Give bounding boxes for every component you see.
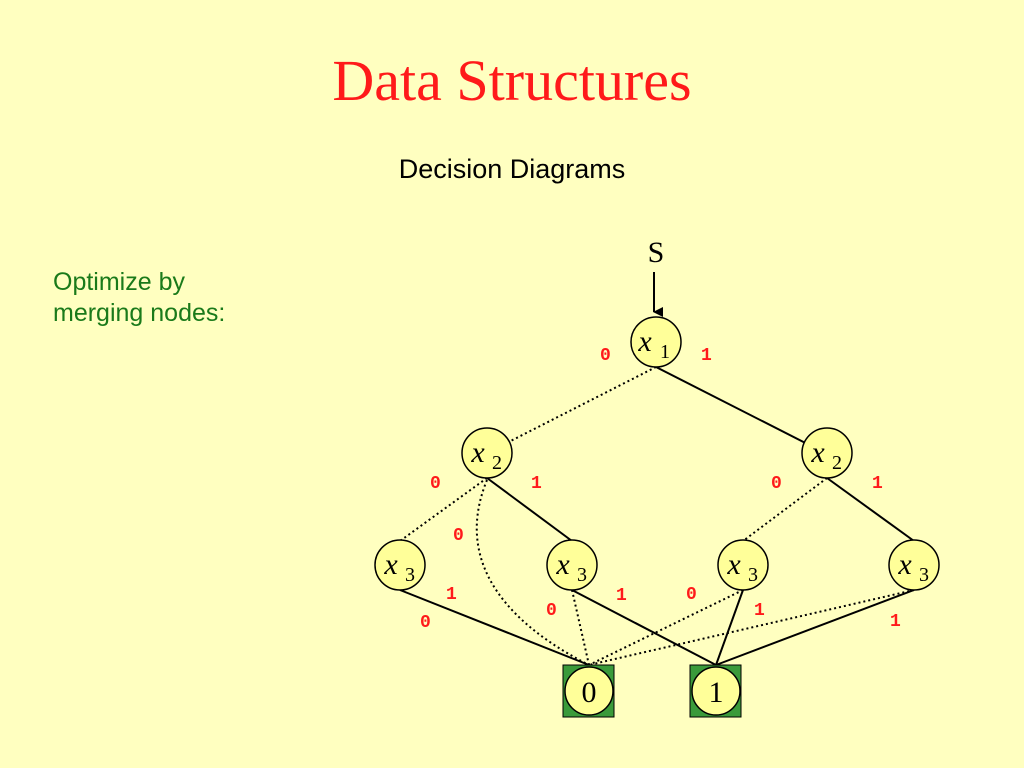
edge-label-x3a-t0: 0 bbox=[420, 613, 431, 633]
node-x2a: x 2 bbox=[461, 427, 513, 479]
node-x3b: x 3 bbox=[546, 539, 598, 591]
edge-label-x2b-x3d: 1 bbox=[872, 474, 883, 494]
terminal-1: 1 bbox=[689, 664, 742, 718]
edge-x3b-t0 bbox=[571, 589, 590, 666]
svg-text:x: x bbox=[897, 548, 912, 581]
terminal-0: 0 bbox=[562, 664, 615, 718]
svg-text:1: 1 bbox=[660, 341, 670, 363]
edge-x3b-t1 bbox=[571, 589, 717, 666]
svg-text:x: x bbox=[637, 325, 652, 358]
edge-label-x1-x2b: 1 bbox=[701, 346, 712, 366]
edge-label-x3c-t0: 0 bbox=[686, 585, 697, 605]
edge-x3d-t0 bbox=[588, 589, 915, 666]
edge-label-x3a-t1: 1 bbox=[446, 585, 457, 605]
edge-label-x2b-x3c: 0 bbox=[771, 474, 782, 494]
slide-subtitle: Decision Diagrams bbox=[398, 154, 626, 184]
svg-text:x: x bbox=[555, 548, 570, 581]
svg-text:x: x bbox=[810, 436, 825, 469]
edge-x2b-x3c bbox=[742, 477, 828, 542]
side-note: Optimize by merging nodes: bbox=[53, 267, 225, 329]
start-label: S bbox=[648, 236, 665, 269]
edge-x2a-x3a bbox=[399, 477, 488, 542]
edge-label-x3b-t0: 0 bbox=[546, 601, 557, 621]
edge-label-x2a-x3b: 1 bbox=[531, 474, 542, 494]
edge-x2a-x3b bbox=[486, 477, 573, 542]
slide-title: Data Structures bbox=[332, 48, 692, 113]
edge-label-x3c-t1: 1 bbox=[754, 601, 765, 621]
node-x3a: x 3 bbox=[374, 539, 426, 591]
node-x2b: x 2 bbox=[801, 427, 853, 479]
svg-text:3: 3 bbox=[405, 564, 415, 586]
side-note-line-1: Optimize by bbox=[53, 268, 185, 296]
edge-x1-x2a bbox=[486, 366, 657, 454]
svg-text:x: x bbox=[726, 548, 741, 581]
edge-label-x3b-t1: 1 bbox=[616, 586, 627, 606]
edge-x3a-t0 bbox=[399, 589, 590, 666]
svg-text:2: 2 bbox=[832, 452, 842, 474]
edge-x2b-x3d bbox=[826, 477, 915, 542]
edge-x2a-t0 bbox=[475, 479, 590, 666]
edge-x1-x2b bbox=[655, 366, 828, 455]
edge-label-x2a-x3a: 0 bbox=[430, 474, 441, 494]
svg-text:3: 3 bbox=[577, 564, 587, 586]
svg-text:0: 0 bbox=[582, 676, 597, 709]
svg-text:2: 2 bbox=[492, 452, 502, 474]
side-note-line-2: merging nodes: bbox=[53, 299, 226, 327]
node-x3d: x 3 bbox=[888, 539, 940, 591]
node-x3c: x 3 bbox=[717, 539, 769, 591]
edge-label-x1-x2a: 0 bbox=[600, 346, 611, 366]
edge-x3d-t1 bbox=[715, 589, 915, 666]
node-x1: x 1 bbox=[630, 316, 682, 368]
edge-label-x3d-t1: 1 bbox=[890, 612, 901, 632]
edge-label-x2a-t0: 0 bbox=[453, 526, 464, 546]
svg-text:3: 3 bbox=[748, 564, 758, 586]
svg-text:x: x bbox=[383, 548, 398, 581]
svg-text:x: x bbox=[470, 436, 485, 469]
svg-text:3: 3 bbox=[919, 564, 929, 586]
edge-x3c-t1 bbox=[715, 589, 744, 666]
svg-text:1: 1 bbox=[709, 676, 724, 709]
edge-x3c-t0 bbox=[588, 589, 744, 666]
